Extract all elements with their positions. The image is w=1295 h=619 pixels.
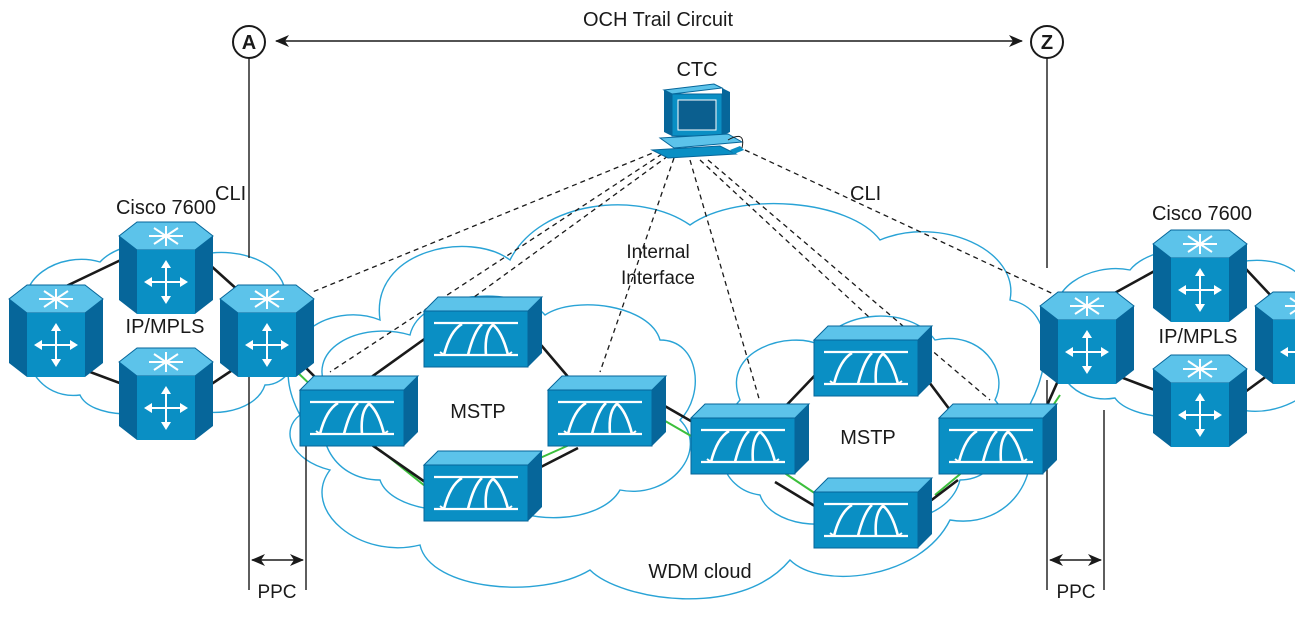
cli-label-right: CLI: [850, 183, 881, 205]
cisco-7600-router-icon: [8, 284, 104, 378]
ip-mpls-label-right: IP/MPLS: [1159, 326, 1238, 348]
cisco-7600-router-icon: [118, 347, 214, 441]
cisco-7600-router-icon: [118, 221, 214, 315]
cli-management-links: [309, 149, 1063, 403]
mstp-switch-icon: [422, 295, 544, 369]
internal-interface-label: Internal: [626, 242, 689, 263]
router-cluster-left-title: Cisco 7600: [116, 197, 216, 219]
mstp-switch-icon: [422, 449, 544, 523]
ip-mpls-label-left: IP/MPLS: [126, 316, 205, 338]
endpoint-a: A: [232, 25, 266, 59]
computer-workstation-icon: [650, 83, 744, 159]
mstp-switch-icon: [298, 374, 420, 448]
ctc-label: CTC: [676, 59, 717, 81]
cisco-7600-router-icon: [1152, 354, 1248, 448]
ip-mpls-cloud-right-outline: [1054, 247, 1295, 419]
svg-text:Z: Z: [1041, 32, 1053, 54]
internal-interface-label-2: Interface: [621, 268, 695, 289]
ppc-right-label: PPC: [1056, 582, 1095, 603]
ppc-left-label: PPC: [257, 582, 296, 603]
cisco-7600-router-icon: [1254, 291, 1295, 385]
mstp-switch-icon: [689, 402, 811, 476]
cisco-7600-router-icon: [219, 284, 315, 378]
cli-label-left: CLI: [215, 183, 246, 205]
mstp-label-right: MSTP: [840, 427, 896, 449]
och-trail-title: OCH Trail Circuit: [583, 9, 733, 31]
mstp-switch-icon: [546, 374, 668, 448]
endpoint-z: Z: [1030, 25, 1064, 59]
cisco-7600-router-icon: [1152, 229, 1248, 323]
wdm-cloud-label: WDM cloud: [648, 561, 751, 583]
mstp-switch-icon: [812, 324, 934, 398]
router-cluster-right-title: Cisco 7600: [1152, 203, 1252, 225]
wdm-cloud-outline: [287, 202, 1046, 600]
mstp-label-left: MSTP: [450, 401, 506, 423]
svg-text:A: A: [242, 32, 256, 54]
mstp-switch-icon: [937, 402, 1059, 476]
mstp-switch-icon: [812, 476, 934, 550]
cisco-7600-router-icon: [1039, 291, 1135, 385]
